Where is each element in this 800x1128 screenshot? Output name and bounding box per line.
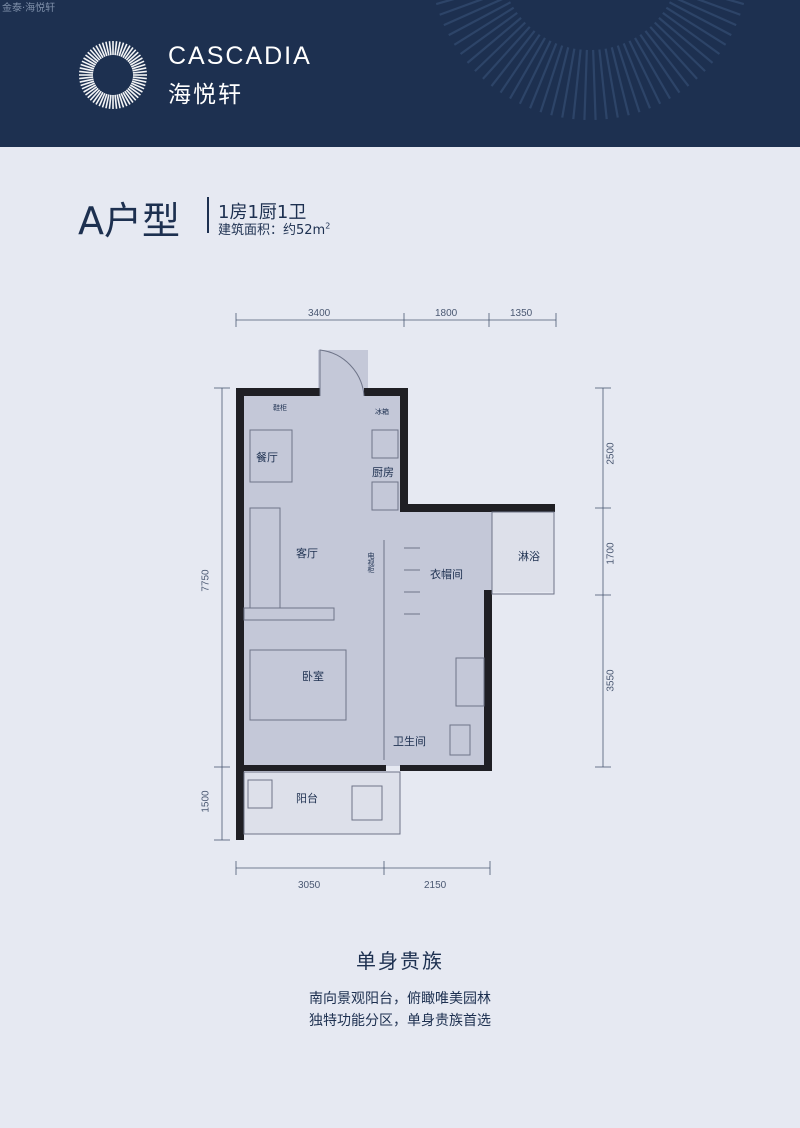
fridge-label: 冰箱 [375,408,389,416]
walls [236,388,555,840]
brand-name-en: CASCADIA [168,42,312,70]
room-bathroom: 卫生间 [393,735,426,748]
interior-lines [243,349,555,835]
dim-left-2: 1500 [200,790,212,813]
room-fills [244,350,554,834]
slogan-line-1: 南向景观阳台，俯瞰唯美园林 [309,991,491,1007]
unit-room-count: 1房1厨1卫 [218,202,307,223]
room-closet: 衣帽间 [430,568,463,581]
floor-plan [214,313,611,875]
dim-right-3: 3550 [605,669,617,692]
appliance-label: 电视柜 [367,552,375,573]
slogan-line-2: 独特功能分区，单身贵族首选 [309,1013,491,1029]
unit-area: 建筑面积：约52m2 [218,221,331,238]
room-living: 客厅 [296,547,318,560]
watermark-text: 金泰·海悦轩 [2,3,56,14]
dim-right-1: 2500 [605,442,617,465]
dim-right-2: 1700 [605,542,617,565]
room-balcony: 阳台 [296,792,318,805]
brand-logo [79,0,745,120]
header-bar: 金泰·海悦轩 CASCADIA 海悦轩 [0,0,800,147]
room-bedroom: 卧室 [302,670,324,683]
brand-name-cn: 海悦轩 [168,82,243,108]
title-divider [207,197,209,233]
dim-top-3: 1350 [510,308,533,319]
room-dining: 餐厅 [256,451,278,464]
dimension-lines [214,313,611,875]
dim-left-1: 7750 [200,569,212,592]
dim-bottom-1: 3050 [298,880,321,891]
room-kitchen: 厨房 [372,466,394,479]
dim-top-2: 1800 [435,308,458,319]
slogan-title: 单身贵族 [356,949,444,973]
dim-top-1: 3400 [308,308,331,319]
room-shower: 淋浴 [518,550,540,563]
dim-bottom-2: 2150 [424,880,447,891]
unit-type-title: A户型 [78,199,180,243]
cabinet-label: 鞋柜 [273,404,287,412]
